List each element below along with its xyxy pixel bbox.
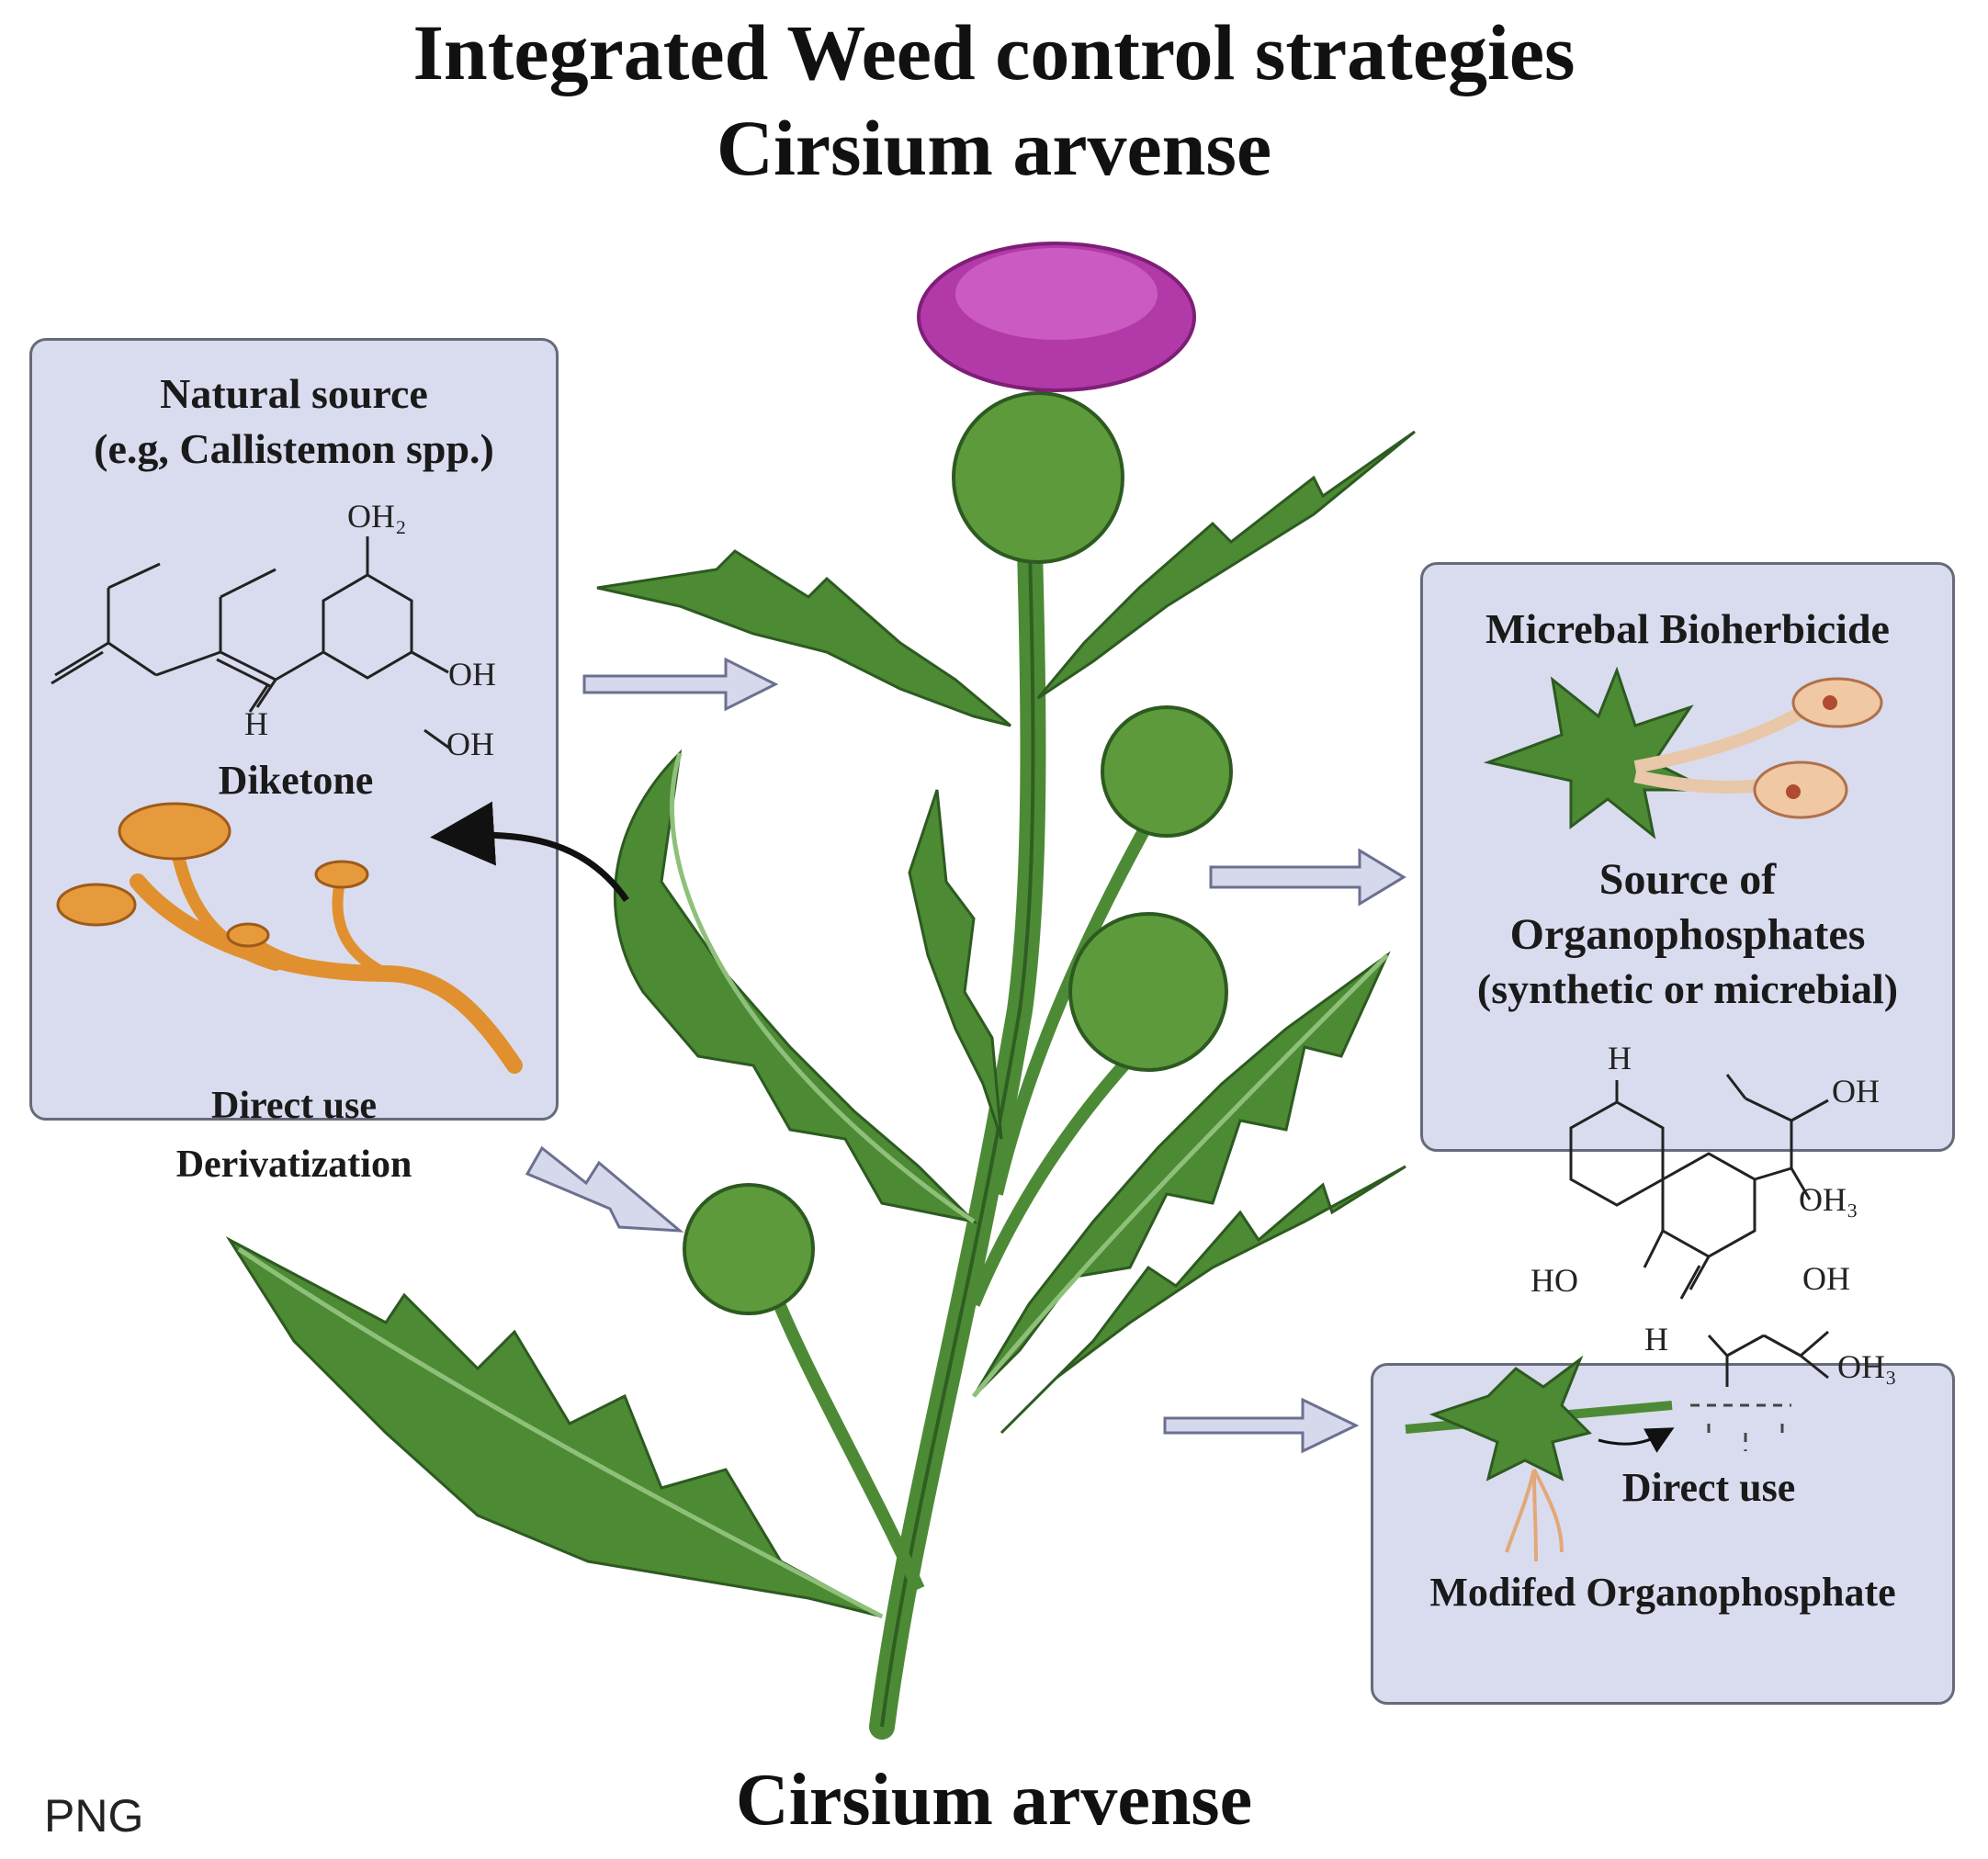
source-line3: (synthetic or micrebial) bbox=[1476, 965, 1899, 1012]
arrow-derivatization-to-bud bbox=[525, 1145, 684, 1233]
chem-label-oh3-low: OH₃ bbox=[1837, 1348, 1897, 1385]
chem-label-h-top: H bbox=[1608, 1040, 1632, 1076]
source-line1: Source of bbox=[1598, 855, 1777, 904]
bottom-label: Cirsium arvense bbox=[735, 1760, 1253, 1841]
left-panel bbox=[29, 338, 559, 1121]
mushroom-illustration bbox=[56, 802, 523, 1074]
microbial-illustration bbox=[1483, 666, 1883, 839]
label-direct-use-right: Direct use bbox=[1621, 1465, 1796, 1510]
label-direct-use-left: Direct use bbox=[211, 1085, 377, 1127]
arrow-left-to-plant bbox=[582, 657, 779, 712]
arrow-plant-to-right-top bbox=[1209, 848, 1406, 907]
arrow-plant-to-right-bottom bbox=[1163, 1397, 1360, 1454]
compound-name-diketone: Diketone bbox=[218, 758, 374, 803]
chem-label-oh-1: OH bbox=[448, 656, 496, 693]
left-panel-heading-line1: Natural source bbox=[160, 370, 428, 417]
chem-label-oh2: OH₂ bbox=[347, 498, 407, 535]
label-derivatization: Derivatization bbox=[175, 1144, 412, 1186]
diketone-labels: OH₂ OH OH H bbox=[244, 498, 496, 762]
main-title-line2: Cirsium arvense bbox=[716, 104, 1272, 192]
label-modified-organophosphate: Modifed Organophosphate bbox=[1429, 1570, 1896, 1615]
source-line2: Organophosphates bbox=[1509, 910, 1866, 959]
right-top-panel bbox=[1420, 562, 1955, 1152]
chem-label-ho: HO bbox=[1531, 1262, 1578, 1299]
chem-label-oh3-mid: OH₃ bbox=[1799, 1181, 1858, 1218]
chem-label-oh-2: OH bbox=[446, 726, 494, 762]
right-panel-heading: Micrebal Bioherbicide bbox=[1485, 605, 1890, 652]
organophosphate-structure bbox=[1569, 1074, 1829, 1387]
curved-arrow-to-diketone bbox=[430, 801, 629, 903]
organophosphate-labels: H OH OH₃ HO OH H OH₃ bbox=[1531, 1040, 1897, 1385]
thistle-plant bbox=[225, 242, 1416, 1740]
chem-label-h-low: H bbox=[1644, 1321, 1668, 1358]
left-panel-heading-line2: (e.g, Callistemon spp.) bbox=[94, 425, 494, 472]
main-title-line1: Integrated Weed control strategies bbox=[412, 8, 1576, 96]
seedling-illustration bbox=[1405, 1355, 1791, 1562]
chem-label-oh-top: OH bbox=[1832, 1073, 1880, 1110]
png-tag: PNG bbox=[44, 1790, 144, 1842]
chem-label-oh-low: OH bbox=[1802, 1260, 1850, 1297]
chem-label-h: H bbox=[244, 705, 268, 742]
diketone-structure bbox=[51, 536, 451, 750]
